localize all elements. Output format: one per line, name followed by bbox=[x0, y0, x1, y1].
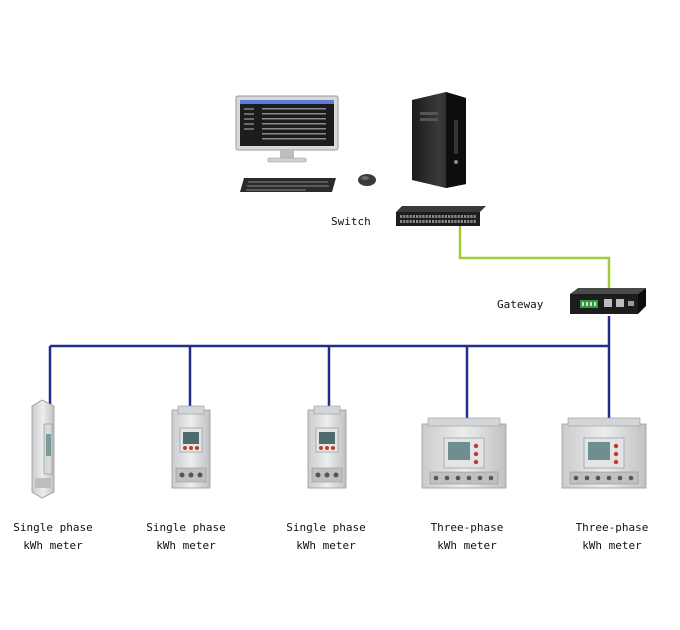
meter-label-3: Single phase kWh meter bbox=[266, 519, 386, 555]
meter-label-2: Single phase kWh meter bbox=[126, 519, 246, 555]
switch-label: Switch bbox=[331, 215, 371, 228]
meter-type-label: Single phase bbox=[13, 521, 93, 534]
meter-device-icon-2 bbox=[171, 405, 211, 489]
monitor-icon bbox=[235, 95, 339, 163]
meter-type-label: Single phase bbox=[146, 521, 226, 534]
meter-device-icon-3 bbox=[307, 405, 347, 489]
meter-label-1: Single phase kWh meter bbox=[0, 519, 113, 555]
ethernet-links bbox=[458, 226, 611, 290]
meter-type-label: Single phase bbox=[286, 521, 366, 534]
meter-unit-label: kWh meter bbox=[296, 539, 356, 552]
meter-unit-label: kWh meter bbox=[437, 539, 497, 552]
meter-unit-label: kWh meter bbox=[23, 539, 83, 552]
meter-type-label: Three-phase bbox=[430, 521, 504, 534]
meter-device-icon-4 bbox=[421, 417, 507, 489]
gateway-label: Gateway bbox=[497, 298, 544, 311]
meters bbox=[31, 399, 647, 499]
gateway-icon bbox=[570, 288, 646, 314]
meter-device-icon-1 bbox=[31, 399, 55, 499]
network-switch-icon bbox=[396, 206, 486, 226]
meter-type-label: Three-phase bbox=[575, 521, 649, 534]
meter-unit-label: kWh meter bbox=[582, 539, 642, 552]
rs485-bus bbox=[48, 316, 611, 424]
mouse-icon bbox=[358, 174, 376, 186]
keyboard-icon bbox=[240, 178, 336, 192]
meter-label-4: Three-phase kWh meter bbox=[407, 519, 527, 555]
meter-device-icon-5 bbox=[561, 417, 647, 489]
meter-label-5: Three-phase kWh meter bbox=[552, 519, 672, 555]
meter-unit-label: kWh meter bbox=[156, 539, 216, 552]
ethernet-link-switch-gateway bbox=[458, 226, 611, 290]
server-tower-icon bbox=[412, 92, 466, 188]
